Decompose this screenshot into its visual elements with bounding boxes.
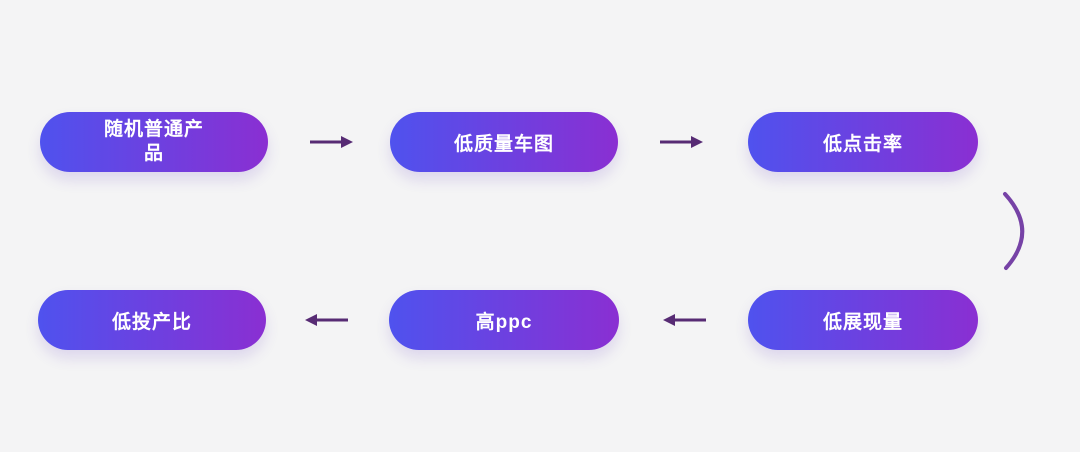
- arrow-right-icon: [660, 136, 703, 148]
- node-label: 随机普通产品: [104, 119, 205, 164]
- node-random-ordinary-product: 随机普通产品: [40, 112, 268, 172]
- node-low-roi: 低投产比: [38, 290, 266, 350]
- node-low-click-rate: 低点击率: [748, 112, 978, 172]
- node-label: 低质量车图: [453, 133, 554, 155]
- node-label: 高ppc: [475, 311, 533, 333]
- arrow-left-icon: [663, 314, 706, 326]
- node-high-ppc: 高ppc: [389, 290, 619, 350]
- node-low-quality-main-image: 低质量车图: [390, 112, 618, 172]
- arrow-left-icon: [305, 314, 348, 326]
- node-label: 低点击率: [822, 133, 903, 155]
- node-label: 低投产比: [111, 311, 192, 333]
- arrow-right-icon: [310, 136, 353, 148]
- node-label: 低展现量: [822, 311, 903, 333]
- curve-connector-icon: [1003, 192, 1025, 270]
- node-low-impressions: 低展现量: [748, 290, 978, 350]
